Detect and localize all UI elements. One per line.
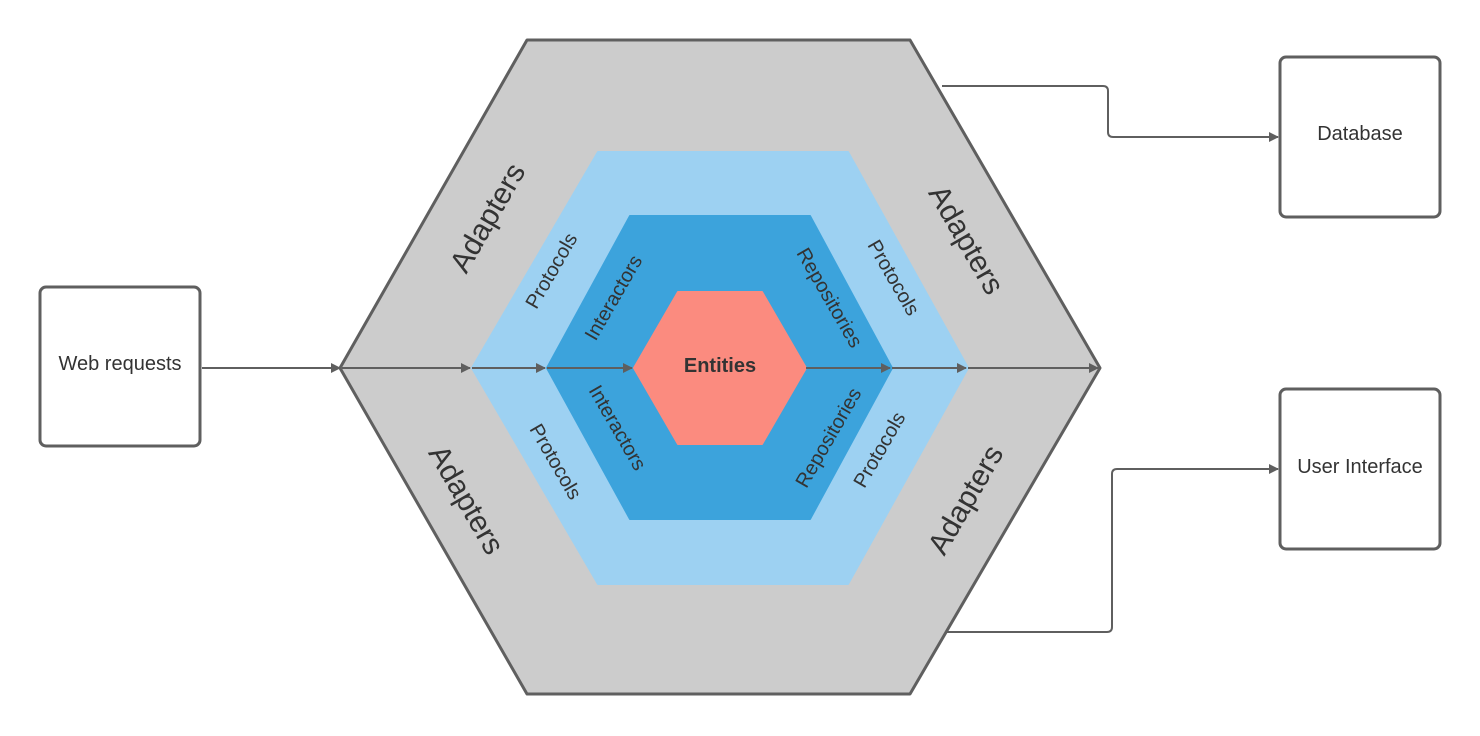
connector-to-user-interface [946, 464, 1279, 633]
connector-to-database [942, 85, 1279, 142]
web-requests-box: Web requests [38, 285, 202, 448]
user-interface-box: User Interface [1278, 387, 1442, 551]
user-interface-label: User Interface [1297, 456, 1423, 478]
entities-label: Entities [684, 355, 756, 377]
database-box: Database [1278, 55, 1442, 219]
database-label: Database [1317, 123, 1403, 145]
entities-core [633, 291, 807, 445]
web-requests-label: Web requests [58, 353, 181, 375]
